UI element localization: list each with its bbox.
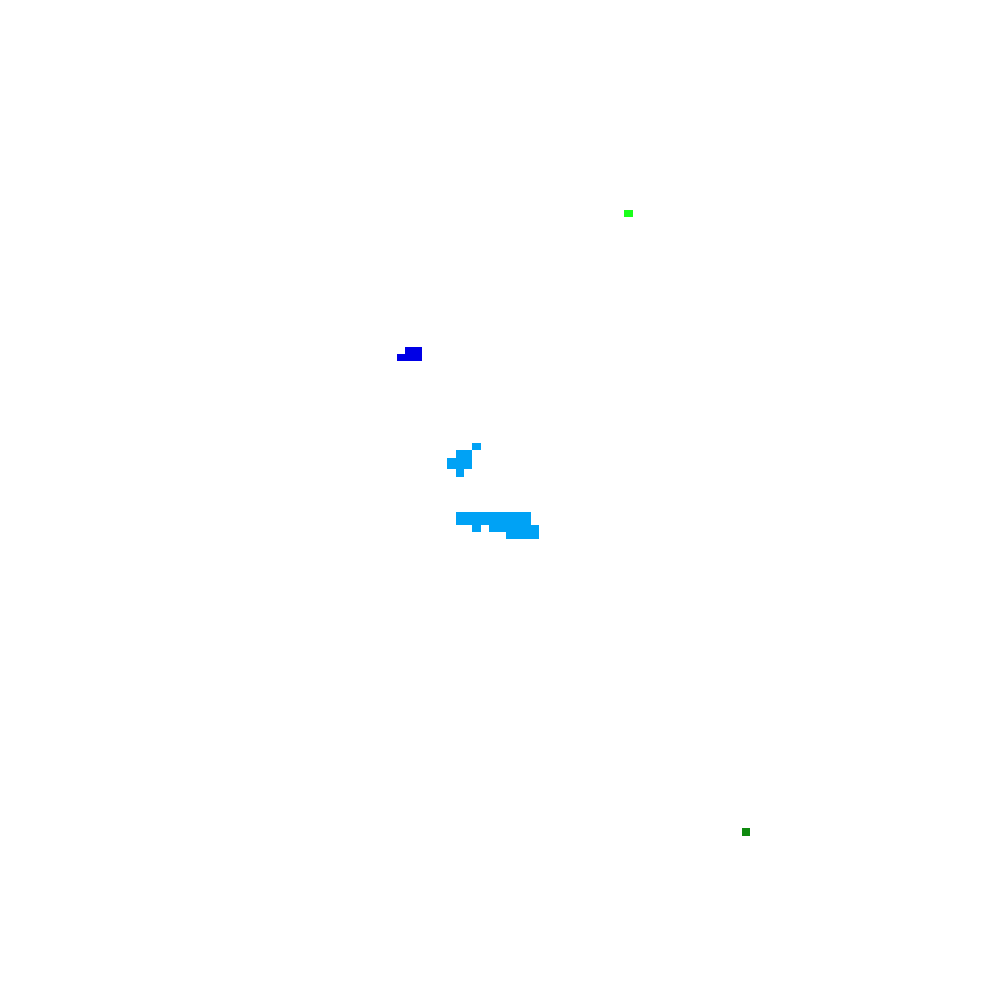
bright-green-marker [624,210,633,217]
dark-green-marker [742,828,750,836]
blue-patch [397,347,422,361]
light-blue-cluster-lower [456,512,539,539]
light-blue-cluster-upper [447,443,481,477]
